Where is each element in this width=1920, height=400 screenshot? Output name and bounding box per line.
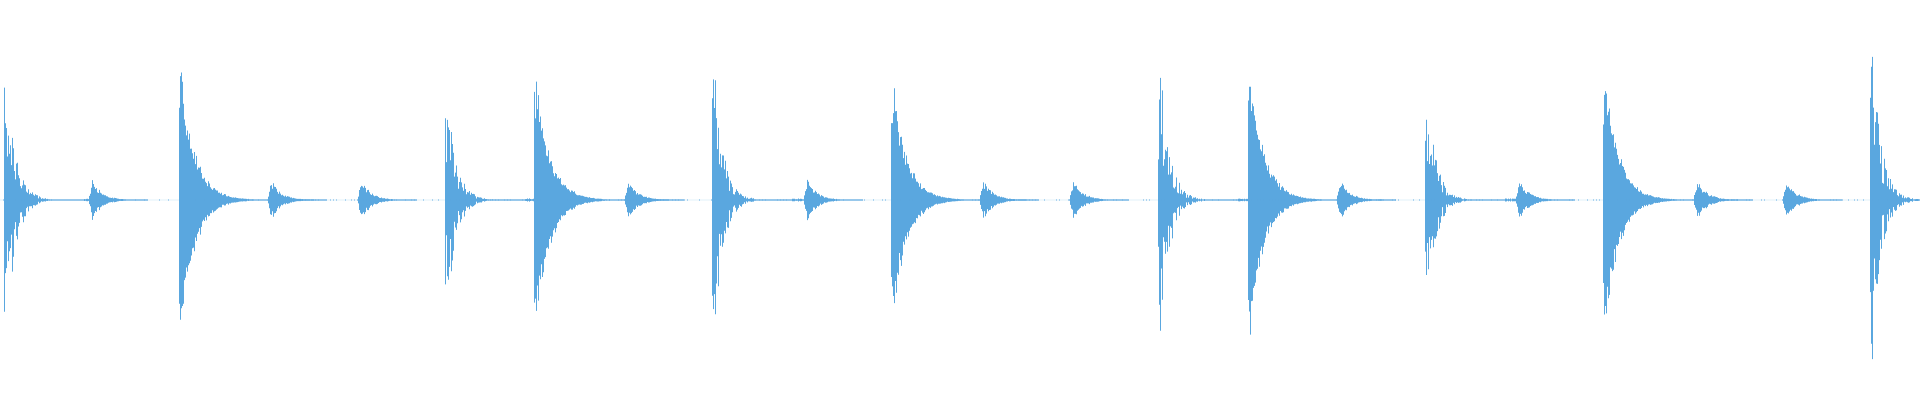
waveform-hit bbox=[267, 183, 327, 217]
waveform-hit-path bbox=[1870, 56, 1920, 360]
waveform-hit-path bbox=[1515, 183, 1575, 217]
waveform-hit-path bbox=[1248, 86, 1383, 335]
waveform-hit-path bbox=[88, 180, 148, 220]
waveform-hit bbox=[534, 81, 669, 311]
waveform-hit bbox=[179, 72, 314, 320]
waveform-hit bbox=[88, 180, 148, 220]
waveform-hit-path bbox=[803, 179, 863, 221]
waveform-hit-path bbox=[1336, 183, 1396, 217]
waveform-hit-path bbox=[891, 88, 1026, 304]
waveform-hit bbox=[1336, 183, 1396, 217]
waveform-hit-path bbox=[1782, 185, 1842, 215]
waveform-hit bbox=[1248, 86, 1383, 335]
waveform-hit-path bbox=[267, 183, 327, 217]
waveform-hit bbox=[1782, 185, 1842, 215]
waveform-hit-path bbox=[1603, 91, 1738, 315]
waveform-hit-path bbox=[534, 81, 669, 311]
waveform-hit bbox=[1515, 183, 1575, 217]
waveform-hit bbox=[1870, 56, 1920, 360]
waveform-hit-path bbox=[1069, 182, 1129, 218]
waveform-hit bbox=[1603, 91, 1738, 315]
waveform-hit bbox=[803, 179, 863, 221]
waveform-hit-path bbox=[179, 72, 314, 320]
waveform-hit bbox=[891, 88, 1026, 304]
waveform-noise-floor bbox=[3, 199, 1918, 201]
waveform-hit bbox=[1069, 182, 1129, 218]
